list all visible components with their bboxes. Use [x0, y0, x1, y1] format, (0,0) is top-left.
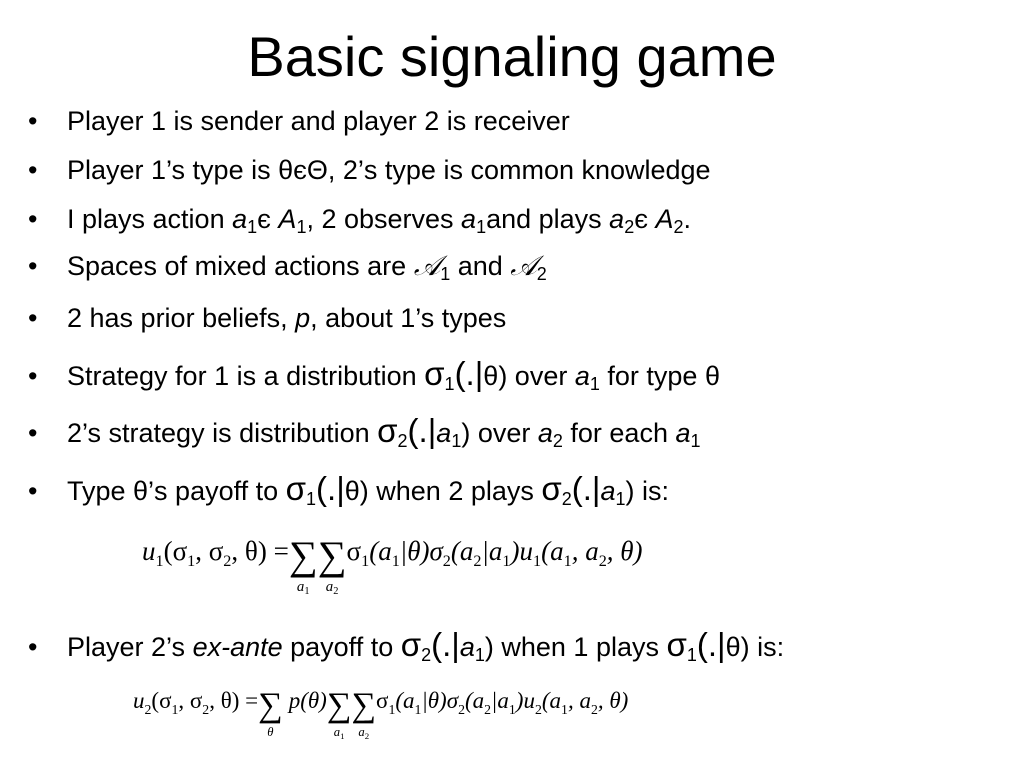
summation-symbol: ∑a1: [326, 686, 352, 741]
bullet-item: • 2 has prior beliefs, p, about 1’s types: [28, 301, 506, 335]
bullet-marker: •: [28, 106, 38, 136]
bullet-text: Player 1 is sender and player 2 is recei…: [67, 106, 570, 136]
bullet-marker: •: [28, 251, 38, 281]
bullet-item: • Player 2’s ex-ante payoff to σ2(.|a1) w…: [28, 626, 785, 665]
bullet-text: Player 1’s type is θєΘ, 2’s type is comm…: [67, 155, 711, 185]
bullet-text: Type θ’s payoff to σ1(.|θ) when 2 plays …: [67, 470, 670, 509]
bullet-marker: •: [28, 418, 38, 448]
bullet-text: Strategy for 1 is a distribution σ1(.|θ)…: [67, 355, 720, 394]
payoff-equation-player1: u1(σ1, σ2, θ) = ∑a1 ∑a2 σ1(a1|θ)σ2(a2|a1…: [142, 533, 643, 597]
bullet-marker: •: [28, 632, 38, 662]
bullet-item: • Strategy for 1 is a distribution σ1(.|θ…: [28, 355, 720, 394]
bullet-item: • 2’s strategy is distribution σ2(.|a1) o…: [28, 412, 701, 451]
bullet-marker: •: [28, 476, 38, 506]
bullet-text: I plays action a1є A1, 2 observes a1and …: [67, 204, 692, 237]
bullet-item: • Spaces of mixed actions are 𝒜1 and 𝒜2: [28, 249, 547, 283]
bullet-item: • Player 1 is sender and player 2 is rece…: [28, 104, 570, 138]
bullet-text: Spaces of mixed actions are 𝒜1 and 𝒜2: [67, 249, 547, 284]
bullet-marker: •: [28, 204, 38, 234]
summation-symbol: ∑a2: [317, 533, 347, 597]
summation-symbol: ∑a2: [351, 686, 377, 741]
bullet-item: • I plays action a1є A1, 2 observes a1and…: [28, 202, 691, 236]
bullet-item: • Type θ’s payoff to σ1(.|θ) when 2 plays…: [28, 470, 670, 509]
slide-title: Basic signaling game: [247, 25, 777, 88]
bullet-text: 2’s strategy is distribution σ2(.|a1) ov…: [67, 412, 701, 451]
bullet-item: • Player 1’s type is θєΘ, 2’s type is com…: [28, 153, 711, 187]
bullet-marker: •: [28, 361, 38, 391]
bullet-text: 2 has prior beliefs, p, about 1’s types: [67, 303, 507, 333]
summation-symbol: ∑a1: [288, 533, 318, 597]
summation-symbol: ∑θ: [258, 686, 283, 739]
payoff-equation-player2: u2(σ1, σ2, θ) = ∑θ p(θ) ∑a1 ∑a2 σ1(a1|θ)…: [133, 686, 629, 741]
bullet-marker: •: [28, 155, 38, 185]
bullet-text: Player 2’s ex-ante payoff to σ2(.|a1) wh…: [67, 626, 785, 665]
bullet-marker: •: [28, 303, 38, 333]
